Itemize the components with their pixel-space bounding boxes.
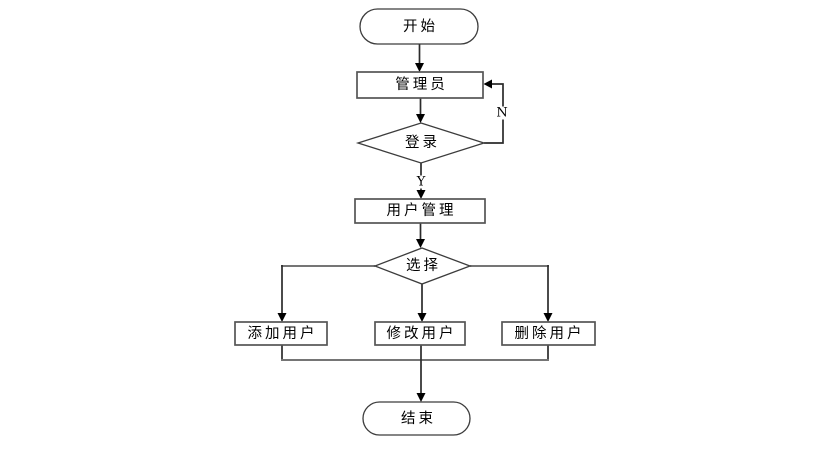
arrowhead-start-admin <box>415 63 424 72</box>
start-node-shape <box>359 8 479 45</box>
modify-user-node-shape <box>374 321 466 346</box>
arrowhead-collector-end <box>416 393 426 402</box>
select-decision-label: 选择 <box>406 257 441 274</box>
delete-user-node-label: 删除用户 <box>514 325 585 342</box>
select-decision-shape <box>373 247 472 285</box>
modify-user-node-label: 修改用户 <box>386 325 457 342</box>
login-decision-label: 登录 <box>405 134 440 151</box>
admin-node-shape <box>356 71 484 99</box>
arrowhead-admin-login <box>416 114 425 123</box>
edge-label-no: N <box>495 105 509 121</box>
edge-label-yes: Y <box>415 174 427 190</box>
add-user-node-label: 添加用户 <box>247 325 318 342</box>
start-node-label: 开始 <box>403 18 438 35</box>
login-decision-shape <box>355 122 487 164</box>
end-node-label: 结束 <box>401 410 436 427</box>
user-mgmt-node-label: 用户管理 <box>386 202 457 219</box>
admin-node-label: 管理员 <box>395 76 448 93</box>
arrowhead-login-yes <box>416 190 426 199</box>
end-node-shape <box>362 401 471 436</box>
user-mgmt-node-shape <box>354 198 486 224</box>
add-user-node-shape <box>234 321 328 346</box>
delete-user-node-shape <box>501 321 596 346</box>
arrowhead-select-add <box>277 313 287 322</box>
arrowhead-usermgmt-select <box>416 239 425 248</box>
arrowhead-select-modify <box>417 313 427 322</box>
arrowhead-select-delete <box>543 313 553 322</box>
arrowhead-login-no <box>483 79 492 89</box>
